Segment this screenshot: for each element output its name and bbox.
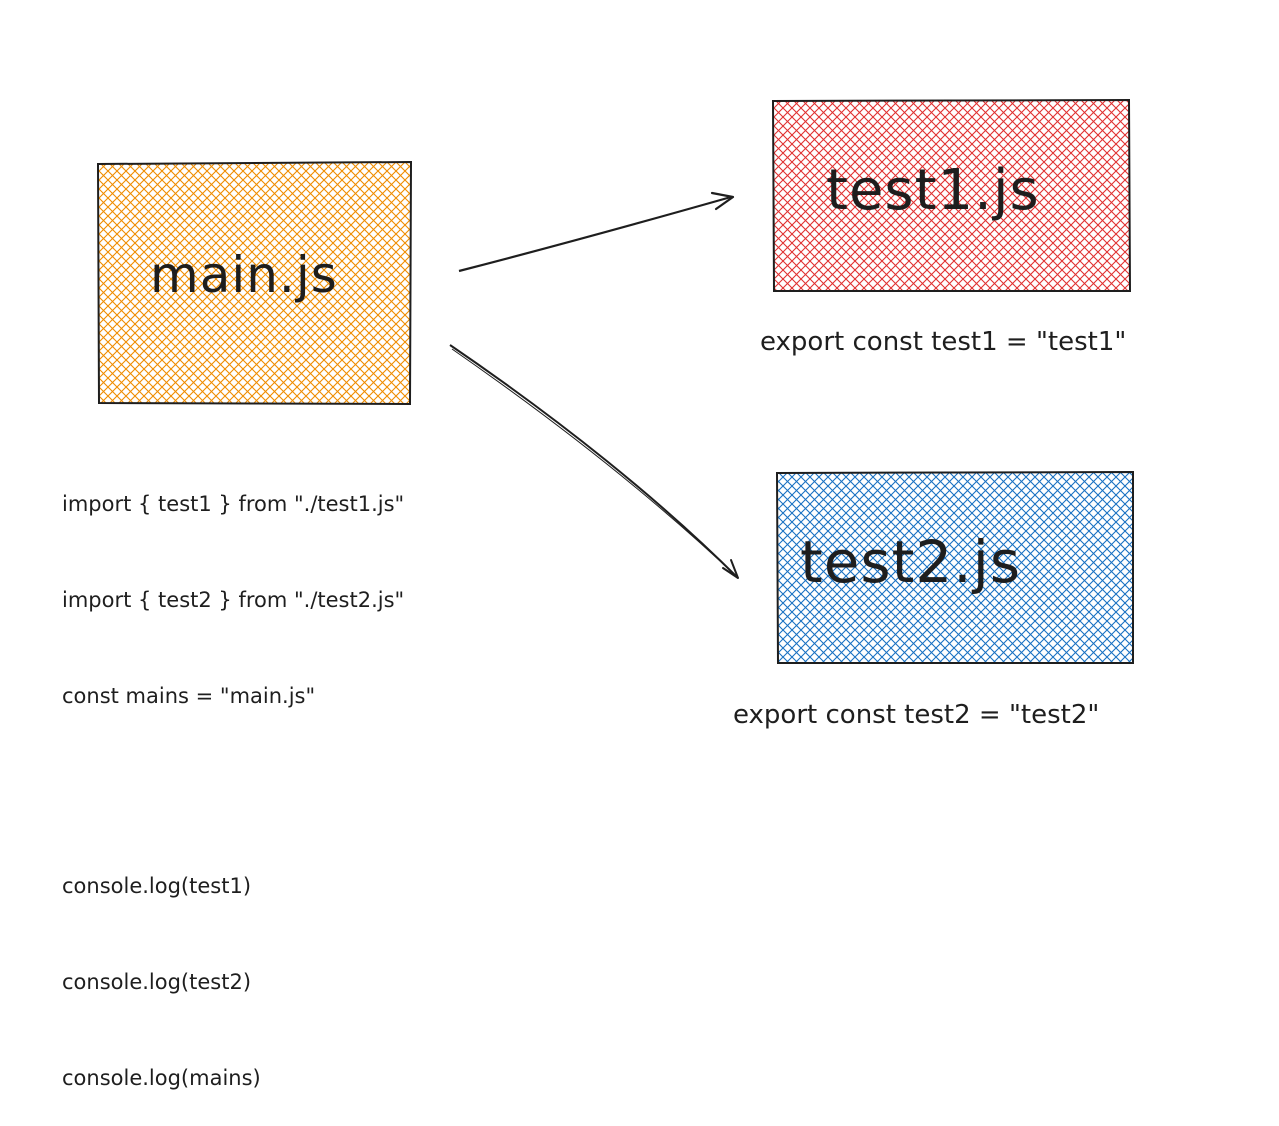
edge-main-test1 [458,191,735,273]
main-code-line: console.log(test2) [62,970,252,994]
node-test1-border [771,98,1132,292]
edge-main-test1-line [458,195,732,273]
main-code-block: import { test1 } from "./test1.js" impor… [62,424,404,1126]
main-code-blank-line [62,776,404,806]
node-test2-label: test2.js [800,528,1022,596]
node-test1 [771,98,1132,292]
test1-code: export const test1 = "test1" [760,327,1127,357]
main-code-line: const mains = "main.js" [62,684,316,708]
node-test2-fill [778,473,1133,663]
node-test2 [775,470,1134,664]
node-test1-label: test1.js [826,158,1040,223]
edge-main-test1-arrowhead [710,191,735,211]
main-code-line: import { test1 } from "./test1.js" [62,492,405,516]
edge-main-test2-line-2 [451,348,737,577]
node-main-fill [99,163,410,403]
node-main-border [96,160,413,406]
main-code-line: console.log(mains) [62,1066,261,1090]
node-test1-fill [774,101,1129,291]
diagram-canvas [96,98,1134,664]
main-code-line: console.log(test1) [62,874,252,898]
edge-main-test2-arrowhead [722,559,739,579]
test2-code: export const test2 = "test2" [733,700,1100,730]
main-code-line: import { test2 } from "./test2.js" [62,588,405,612]
node-main [96,160,413,406]
edge-main-test2 [449,344,739,579]
node-test2-border [775,470,1134,664]
node-main-label: main.js [150,246,338,304]
edge-main-test2-line [449,344,739,579]
